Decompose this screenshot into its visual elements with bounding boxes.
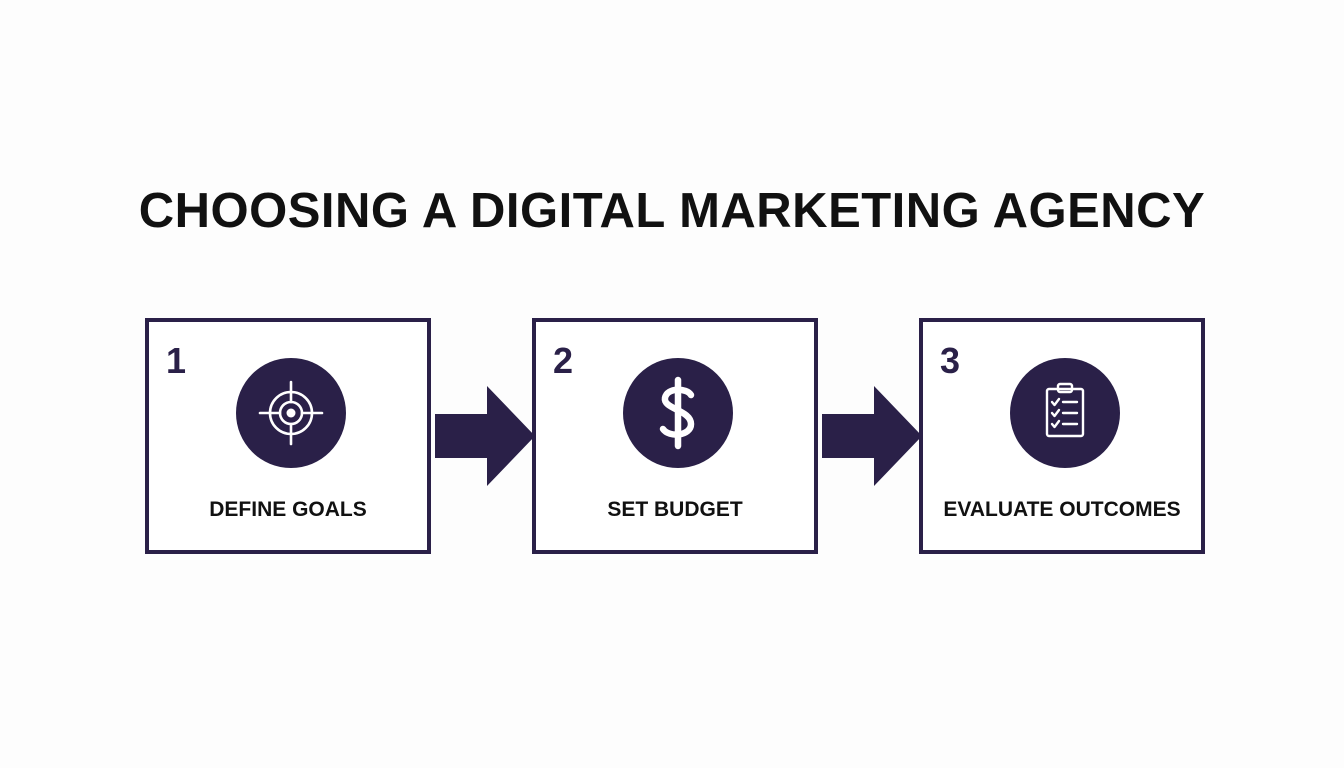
step-box-set-budget: 2 SET BUDGET xyxy=(532,318,818,554)
step-label: EVALUATE OUTCOMES xyxy=(943,498,1181,521)
step-number: 2 xyxy=(553,340,574,381)
step-number: 1 xyxy=(166,340,187,381)
arrow-right-icon xyxy=(435,386,535,486)
step-label: DEFINE GOALS xyxy=(209,498,367,521)
step-box-evaluate-outcomes: 3 EVALUATE OUTCOMES xyxy=(919,318,1205,554)
target-icon xyxy=(236,358,346,468)
step-label: SET BUDGET xyxy=(607,498,743,521)
clipboard-checklist-icon xyxy=(1010,358,1120,468)
arrow-right-icon xyxy=(822,386,922,486)
diagram-title: CHOOSING A DIGITAL MARKETING AGENCY xyxy=(138,184,1206,238)
step-box-define-goals: 1 DEFINE GOALS xyxy=(145,318,431,554)
dollar-icon xyxy=(623,358,733,468)
step-number: 3 xyxy=(940,340,961,381)
